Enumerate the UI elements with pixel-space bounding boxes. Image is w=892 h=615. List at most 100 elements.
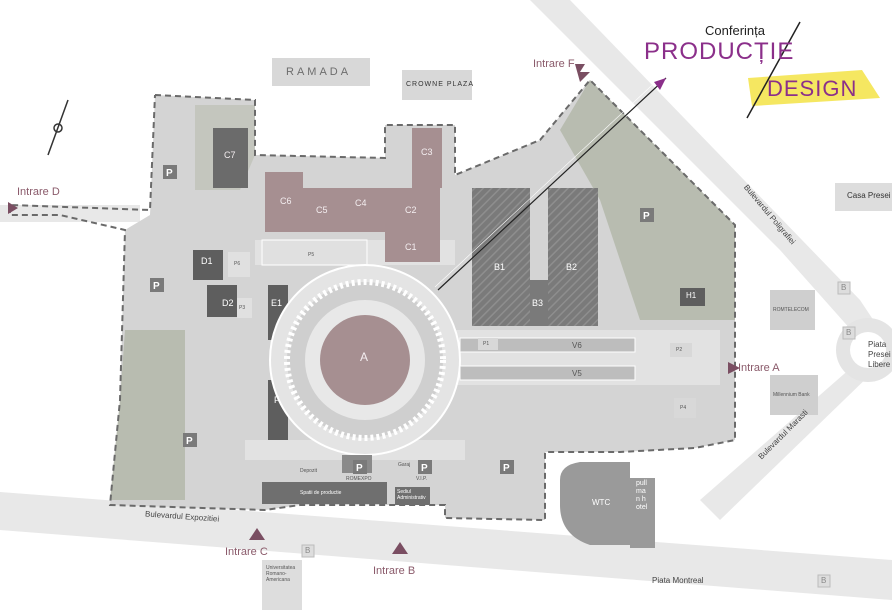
fair-perimeter <box>9 78 736 522</box>
wtc-building <box>560 462 630 545</box>
hall-b1-shape <box>472 188 530 326</box>
conference-pointer-line <box>437 77 667 291</box>
hall-c5-label[interactable]: C5 <box>316 205 328 215</box>
romtelecom-building <box>770 290 815 330</box>
hall-p1-label[interactable]: P1 <box>483 341 490 347</box>
hall-b1-label[interactable]: B1 <box>494 262 506 272</box>
entrance-f-label[interactable]: Intrare F <box>533 58 575 70</box>
millennium-building <box>770 375 818 415</box>
hall-p2-label[interactable]: P2 <box>676 347 683 353</box>
svg-text:P: P <box>503 463 510 474</box>
hall-c7-label[interactable]: C7 <box>224 150 236 160</box>
hall-b2-shape <box>548 188 598 326</box>
ramada-label: RAMADA <box>286 66 352 78</box>
street-piata-montreal: Piata Montreal <box>652 576 704 585</box>
hall-v5-shape <box>459 365 636 381</box>
hall-p4-shape <box>674 398 696 418</box>
hall-p5-shape <box>261 239 368 266</box>
sediul-label: Sediul Administrativ <box>397 489 426 501</box>
svg-text:P: P <box>643 211 650 222</box>
street-piata-presei: Piata Presei Libere <box>868 340 891 369</box>
crowne-label: CROWNE PLAZA <box>406 81 475 88</box>
hall-p6-label[interactable]: P6 <box>234 261 241 267</box>
casa-presei-building <box>835 183 892 211</box>
green-area-east <box>560 80 735 320</box>
hall-b3-label[interactable]: B3 <box>532 298 544 308</box>
depozit-label: Depozit <box>300 468 317 474</box>
bus-stop-label: B <box>305 546 311 555</box>
pullman-label: pullman hotel <box>636 480 648 511</box>
hall-p5-label[interactable]: P5 <box>308 252 315 258</box>
hall-h1-shape <box>680 288 705 306</box>
road-marasti <box>700 360 875 520</box>
road-poligrafiei <box>530 0 880 340</box>
hall-c4-label[interactable]: C4 <box>355 198 367 208</box>
spatii-building <box>262 482 387 504</box>
bus-stops <box>301 281 856 588</box>
hall-c7-shape <box>213 128 248 188</box>
hall-c1-shape <box>385 232 440 262</box>
conference-title-production: PRODUCȚIE <box>644 38 795 65</box>
svg-text:P: P <box>356 463 363 474</box>
hall-p3-label[interactable]: P3 <box>239 305 246 311</box>
svg-text:P: P <box>166 168 173 179</box>
entrance-b-label[interactable]: Intrare B <box>373 565 416 577</box>
svg-text:P: P <box>153 281 160 292</box>
crowne-building <box>402 70 472 100</box>
hall-p3-shape <box>237 298 252 318</box>
svg-text:P: P <box>186 436 193 447</box>
hall-c2-shape <box>385 188 440 232</box>
hall-v6-shape <box>459 337 636 353</box>
romexpo-label: ROMEXPO <box>346 476 372 482</box>
hall-v5-label[interactable]: V5 <box>572 369 582 378</box>
univ-label: Universitatea Romano- Americana <box>266 565 296 583</box>
hall-p1-shape <box>478 338 498 350</box>
green-area-west <box>110 330 185 500</box>
hall-c3-label[interactable]: C3 <box>421 147 433 157</box>
svg-text:P: P <box>421 463 428 474</box>
conference-title-design: DESIGN <box>767 76 858 101</box>
univ-building <box>262 560 302 610</box>
garaj-label: Garaj <box>398 462 411 468</box>
hall-a-label[interactable]: A <box>360 350 369 364</box>
bus-stop-label: B <box>821 576 827 585</box>
hall-c6-shape <box>265 172 303 232</box>
hall-b2-label[interactable]: B2 <box>566 262 578 272</box>
hall-d1-shape <box>193 250 223 280</box>
hall-v6-label[interactable]: V6 <box>572 341 582 350</box>
romtelecom-label: ROMTELECOM <box>773 307 809 313</box>
millennium-label: Millennium Bank <box>773 392 810 398</box>
ramada-building <box>272 58 370 86</box>
spatii-label: Spatii de productie <box>300 490 342 496</box>
hall-d2-label[interactable]: D2 <box>222 298 234 308</box>
hall-f-label[interactable]: F <box>274 395 280 405</box>
road-west <box>0 205 140 222</box>
hall-c1-label[interactable]: C1 <box>405 242 417 252</box>
compass-icon <box>47 99 69 156</box>
hall-h1-label[interactable]: H1 <box>686 291 697 300</box>
bus-stop-label: B <box>841 283 847 292</box>
entrance-a-label[interactable]: Intrare A <box>738 362 780 374</box>
design-highlight <box>748 70 880 106</box>
road-expozitiei <box>0 492 892 600</box>
vip-label: V.I.P. <box>416 476 428 482</box>
hall-c6-label[interactable]: C6 <box>280 196 292 206</box>
hall-c3-shape <box>412 128 442 188</box>
hall-a-shape <box>320 315 410 405</box>
entrance-c-label[interactable]: Intrare C <box>225 546 268 558</box>
hall-d1-label[interactable]: D1 <box>201 256 213 266</box>
parking-signs <box>150 165 654 474</box>
bus-stop-label: B <box>846 328 852 337</box>
hall-b3-shape <box>530 280 548 326</box>
wtc-label: WTC <box>592 498 611 507</box>
conference-slash <box>746 21 801 119</box>
hall-c2-label[interactable]: C2 <box>405 205 417 215</box>
hall-e1-label[interactable]: E1 <box>271 298 283 308</box>
sediul-building <box>395 487 430 505</box>
hall-c5-shape <box>303 188 345 232</box>
hall-p4-label[interactable]: P4 <box>680 405 687 411</box>
entrance-d-label[interactable]: Intrare D <box>17 186 60 198</box>
hall-p2-shape <box>670 343 692 357</box>
hall-c4-shape <box>345 188 385 232</box>
